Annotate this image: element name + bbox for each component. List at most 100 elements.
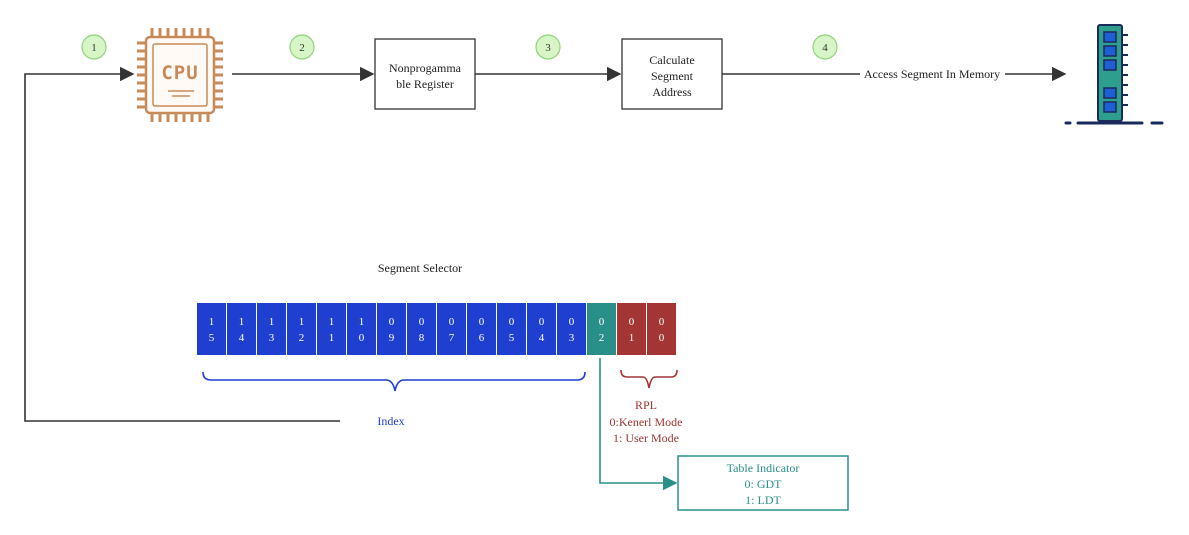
- bit-number-bottom-digit: 7: [449, 332, 455, 344]
- bit-number-bottom-digit: 3: [569, 332, 575, 344]
- bit-cell-index: 13: [257, 303, 286, 355]
- bit-cell-ti: 02: [587, 303, 616, 355]
- step-circles: 1 2 3 4: [81, 34, 838, 60]
- cpu-label: CPU: [161, 62, 198, 84]
- step-3: 3: [535, 34, 561, 60]
- index-brace: [202, 371, 586, 392]
- calc-box-line2: Segment: [651, 69, 694, 83]
- bit-cell-box: [647, 303, 676, 355]
- register-box-line2: ble Register: [396, 77, 454, 91]
- bit-cell-index: 09: [377, 303, 406, 355]
- memory-access-label: Access Segment In Memory: [864, 67, 1000, 81]
- bit-number-bottom-digit: 6: [479, 332, 485, 344]
- bit-cell-index: 10: [347, 303, 376, 355]
- bit-cell-index: 04: [527, 303, 556, 355]
- bit-number-bottom-digit: 1: [629, 332, 635, 344]
- table-indicator-box: Table Indicator 0: GDT 1: LDT: [677, 455, 849, 511]
- bit-cell-box: [557, 303, 586, 355]
- bit-cell-box: [197, 303, 226, 355]
- cpu-icon: CPU: [137, 28, 223, 122]
- bit-number-bottom-digit: 9: [389, 332, 395, 344]
- bit-cell-index: 03: [557, 303, 586, 355]
- return-arrow: [24, 66, 340, 422]
- bit-cell-index: 12: [287, 303, 316, 355]
- bit-cell-box: [527, 303, 556, 355]
- bit-cell-index: 07: [437, 303, 466, 355]
- bit-cell-box: [497, 303, 526, 355]
- bit-number-top-digit: 0: [479, 316, 485, 328]
- bit-cell-box: [227, 303, 256, 355]
- bit-cell-box: [617, 303, 646, 355]
- bit-cell-box: [587, 303, 616, 355]
- bit-cell-box: [317, 303, 346, 355]
- bit-cell-box: [377, 303, 406, 355]
- calc-box-line3: Address: [652, 85, 692, 99]
- bit-cell-box: [437, 303, 466, 355]
- bit-number-bottom-digit: 0: [359, 332, 365, 344]
- step-2: 2: [289, 34, 315, 60]
- bit-number-top-digit: 0: [449, 316, 455, 328]
- step-4: 4: [812, 34, 838, 60]
- bit-number-top-digit: 1: [239, 316, 245, 328]
- bit-number-bottom-digit: 8: [419, 332, 425, 344]
- bit-number-top-digit: 0: [389, 316, 395, 328]
- memory-icon: [1064, 24, 1164, 125]
- step-1: 1: [81, 34, 107, 60]
- bit-number-top-digit: 1: [299, 316, 305, 328]
- register-box: Nonprogamma ble Register: [374, 38, 476, 110]
- step-1-label: 1: [91, 42, 97, 54]
- bit-cell-index: 05: [497, 303, 526, 355]
- bit-cell-index: 14: [227, 303, 256, 355]
- bit-number-top-digit: 0: [569, 316, 575, 328]
- register-box-line1: Nonprogamma: [389, 61, 462, 75]
- step-3-label: 3: [545, 42, 551, 54]
- bit-number-top-digit: 0: [659, 316, 665, 328]
- bit-number-bottom-digit: 2: [299, 332, 305, 344]
- bit-number-top-digit: 1: [359, 316, 365, 328]
- bit-cell-box: [257, 303, 286, 355]
- flow-lines: [24, 66, 1067, 422]
- bit-number-bottom-digit: 0: [659, 332, 665, 344]
- bit-number-bottom-digit: 1: [329, 332, 335, 344]
- bit-number-bottom-digit: 2: [599, 332, 605, 344]
- calc-box-line1: Calculate: [649, 53, 694, 67]
- bit-cell-index: 11: [317, 303, 346, 355]
- bit-cell-box: [287, 303, 316, 355]
- rpl-title: RPL: [635, 398, 657, 412]
- selector-title: Segment Selector: [378, 261, 462, 275]
- step-2-label: 2: [299, 42, 305, 54]
- bit-cell-index: 06: [467, 303, 496, 355]
- bit-cell-index: 15: [197, 303, 226, 355]
- bit-number-bottom-digit: 5: [509, 332, 515, 344]
- bit-number-bottom-digit: 4: [239, 332, 245, 344]
- bit-number-top-digit: 0: [599, 316, 605, 328]
- bit-cell-box: [407, 303, 436, 355]
- rpl-line1: 0:Kenerl Mode: [610, 415, 683, 429]
- bit-number-top-digit: 0: [419, 316, 425, 328]
- bit-number-bottom-digit: 3: [269, 332, 275, 344]
- ti-connector-arrow: [599, 358, 678, 491]
- step-4-label: 4: [822, 42, 828, 54]
- table-indicator-title: Table Indicator: [727, 461, 800, 475]
- bit-number-top-digit: 0: [629, 316, 635, 328]
- rpl-brace: [620, 369, 678, 389]
- bit-number-top-digit: 1: [329, 316, 335, 328]
- calc-box: Calculate Segment Address: [621, 38, 723, 110]
- bit-cell-rpl: 01: [617, 303, 646, 355]
- bit-number-top-digit: 1: [209, 316, 215, 328]
- index-label: Index: [377, 414, 404, 428]
- bit-number-top-digit: 0: [509, 316, 515, 328]
- bit-number-top-digit: 1: [269, 316, 275, 328]
- table-indicator-line1: 0: GDT: [745, 477, 783, 491]
- bit-number-top-digit: 0: [539, 316, 545, 328]
- bit-number-bottom-digit: 5: [209, 332, 215, 344]
- table-indicator-line2: 1: LDT: [745, 493, 781, 507]
- bit-cell-box: [347, 303, 376, 355]
- bit-cell-index: 08: [407, 303, 436, 355]
- bit-cell-rpl: 00: [647, 303, 676, 355]
- bit-cell-box: [467, 303, 496, 355]
- rpl-line2: 1: User Mode: [613, 431, 679, 445]
- bit-number-bottom-digit: 4: [539, 332, 545, 344]
